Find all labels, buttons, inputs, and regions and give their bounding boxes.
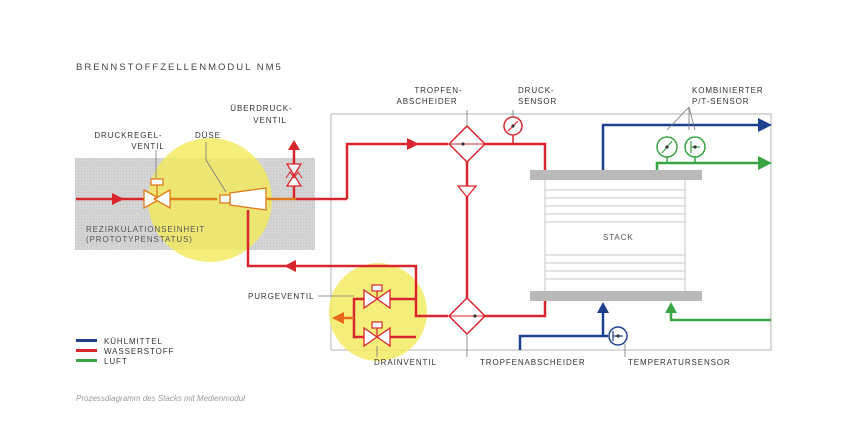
label-droplet-separator-bottom: TROPFENABSCHEIDER bbox=[480, 358, 586, 367]
label-pressure-regulator: DRUCKREGEL- VENTIL bbox=[94, 131, 165, 151]
pressure-regulator-valve-icon bbox=[143, 178, 217, 210]
label-temperature-sensor: TEMPERATURSENSOR bbox=[628, 358, 731, 367]
coolant-arrow-out bbox=[758, 118, 772, 132]
legend-swatch-hydrogen bbox=[76, 349, 97, 352]
diagram-title: BRENNSTOFFZELLENMODUL NM5 bbox=[76, 62, 283, 73]
air-arrow-in bbox=[665, 302, 677, 313]
coolant-inlet-line bbox=[518, 310, 605, 350]
droplet-separator-bottom-icon bbox=[447, 296, 487, 336]
air-arrow-out bbox=[758, 156, 772, 170]
overpressure-valve-icon bbox=[285, 163, 303, 187]
svg-text:LUFT: LUFT bbox=[104, 357, 128, 366]
temperature-sensor-icon bbox=[608, 326, 628, 346]
label-pressure-sensor: DRUCK- SENSOR bbox=[518, 86, 558, 106]
leader-lines bbox=[155, 106, 696, 357]
pt-sensor-icon bbox=[656, 136, 706, 163]
legend-item-hydrogen: WASSERSTOFF bbox=[76, 347, 174, 356]
hydrogen-arrow-supply bbox=[407, 138, 419, 150]
stack-end-plate-top bbox=[530, 170, 702, 180]
label-recirculation-unit: REZIRKULATIONSEINHEIT (PROTOTYPENSTATUS) bbox=[86, 225, 208, 244]
hydrogen-return-line bbox=[246, 210, 448, 318]
air-inlet-line bbox=[669, 310, 771, 322]
filter-icon bbox=[456, 185, 478, 199]
hydrogen-arrow-inlet bbox=[112, 193, 124, 205]
air-outlet-line bbox=[655, 161, 760, 170]
svg-text:WASSERSTOFF: WASSERSTOFF bbox=[104, 347, 174, 356]
hydrogen-arrows bbox=[112, 138, 419, 272]
air-lines bbox=[655, 161, 771, 322]
module-outline bbox=[330, 113, 772, 351]
stack: STACK bbox=[530, 170, 702, 301]
legend-swatch-coolant bbox=[76, 339, 97, 342]
stack-label: STACK bbox=[603, 233, 634, 242]
label-purge-valve: PURGEVENTIL bbox=[248, 292, 314, 301]
droplet-separator-top-icon bbox=[447, 124, 487, 164]
label-drain-valve: DRAINVENTIL bbox=[374, 358, 437, 367]
coolant-lines bbox=[518, 123, 760, 350]
pressure-sensor-icon bbox=[503, 116, 523, 144]
highlight-purge-drain bbox=[329, 263, 427, 361]
label-droplet-separator-top: TROPFEN- ABSCHEIDER bbox=[396, 86, 465, 106]
legend: KÜHLMITTEL WASSERSTOFF LUFT bbox=[76, 337, 174, 366]
nozzle-icon bbox=[219, 187, 296, 211]
stack-end-plate-bottom bbox=[530, 291, 702, 301]
label-nozzle: DÜSE bbox=[195, 131, 221, 140]
label-overpressure-valve: ÜBERDRUCK- VENTIL bbox=[230, 104, 295, 125]
coolant-outlet-line bbox=[601, 123, 760, 170]
hydrogen-arrow-overpressure bbox=[288, 140, 300, 150]
purge-valve-icon bbox=[363, 284, 391, 310]
drain-valve-icon bbox=[363, 321, 391, 348]
coolant-arrow-in bbox=[597, 302, 609, 313]
svg-text:KÜHLMITTEL: KÜHLMITTEL bbox=[104, 337, 163, 346]
hydrogen-arrow-return bbox=[284, 260, 296, 272]
legend-swatch-air bbox=[76, 359, 97, 362]
legend-item-air: LUFT bbox=[76, 357, 128, 366]
caption: Prozessdiagramm des Stacks mit Medienmod… bbox=[76, 394, 245, 403]
label-pt-sensor: KOMBINIERTER P/T-SENSOR bbox=[692, 86, 767, 106]
purge-outlet bbox=[332, 312, 354, 324]
legend-item-coolant: KÜHLMITTEL bbox=[76, 337, 163, 346]
hydrogen-supply-line bbox=[345, 142, 448, 199]
